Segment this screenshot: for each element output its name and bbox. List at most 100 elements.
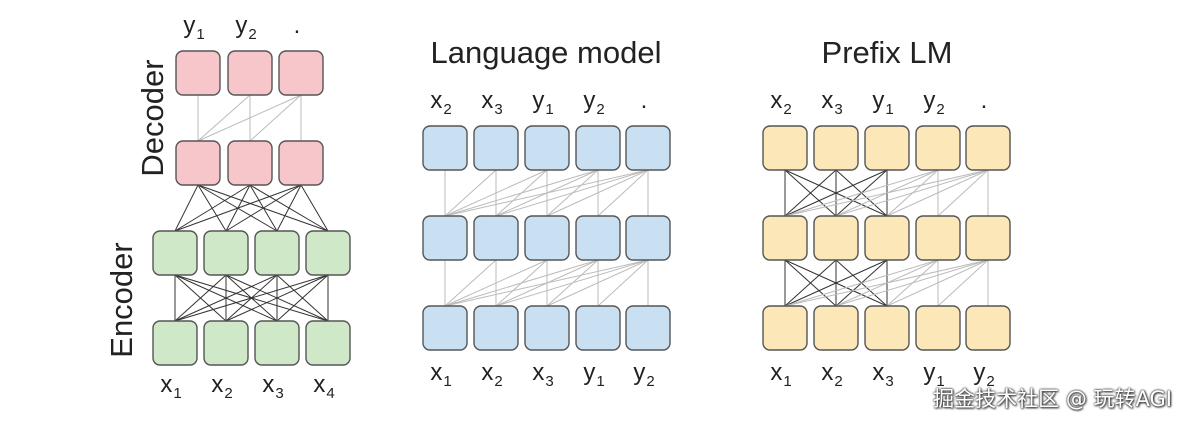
decoder-top-box [175, 50, 221, 96]
lm-causal-attention-line [444, 259, 497, 307]
decoder-bottom-box [175, 140, 221, 186]
lm-token-box [473, 125, 519, 171]
prefix-lm-title: Prefix LM [822, 35, 953, 70]
prefix-output-token: x3 [821, 87, 842, 118]
prefix-token-box [762, 125, 808, 171]
watermark: 掘金技术社区 @ 玩转AGI [933, 387, 1172, 411]
lm-output-token: x2 [430, 87, 451, 118]
prefix-input-token: y1 [923, 359, 944, 390]
prefix-output-token: y2 [923, 87, 944, 118]
lm-output-token: y2 [583, 87, 604, 118]
prefix-causal-line [784, 259, 939, 307]
lm-causal-attention-line [495, 259, 649, 307]
decoder-output-token: y2 [235, 12, 256, 43]
lm-causal-attention-line [444, 259, 649, 307]
prefix-bidirectional-line [784, 259, 888, 307]
lm-causal-attention-line [546, 169, 649, 217]
prefix-output-token: x2 [770, 87, 791, 118]
prefix-output-token: . [981, 87, 988, 114]
prefix-token-box [864, 215, 910, 261]
lm-causal-attention-line [546, 259, 649, 307]
lm-input-token: y1 [583, 359, 604, 390]
decoder-attention-line [249, 94, 302, 142]
prefix-token-box [965, 305, 1011, 351]
prefix-input-token: y2 [973, 359, 994, 390]
prefix-token-box [864, 125, 910, 171]
prefix-token-box [762, 215, 808, 261]
prefix-token-box [813, 305, 859, 351]
cross-attention-line [249, 184, 329, 232]
lm-token-box [473, 305, 519, 351]
lm-token-box [524, 215, 570, 261]
lm-causal-attention-line [597, 169, 649, 217]
encoder-attention-line [174, 274, 278, 322]
lm-token-box [524, 305, 570, 351]
encoder-top-box [254, 230, 300, 276]
decoder-bottom-box [278, 140, 324, 186]
cross-attention-line [300, 184, 329, 232]
lm-token-box [422, 305, 468, 351]
lm-token-box [524, 125, 570, 171]
lm-causal-attention-line [495, 169, 649, 217]
prefix-bidirectional-line [784, 259, 837, 307]
cross-attention-line [174, 184, 199, 232]
prefix-token-box [864, 305, 910, 351]
lm-output-token: . [641, 87, 648, 114]
prefix-token-box [915, 215, 961, 261]
decoder-attention-line [197, 94, 251, 142]
decoder-top-box [227, 50, 273, 96]
prefix-token-box [965, 125, 1011, 171]
decoder-attention-line [197, 94, 302, 142]
lm-token-box [575, 305, 621, 351]
lm-token-box [625, 125, 671, 171]
prefix-causal-line [784, 169, 989, 217]
lm-input-token: x1 [430, 359, 451, 390]
lm-causal-attention-line [444, 169, 599, 217]
encoder-bottom-box [203, 320, 249, 366]
lm-causal-attention-line [597, 259, 649, 307]
prefix-bidirectional-line [784, 169, 888, 217]
prefix-input-token: x2 [821, 359, 842, 390]
decoder-bottom-box [227, 140, 273, 186]
encoder-bottom-box [152, 320, 198, 366]
encoder-attention-line [276, 274, 329, 322]
lm-token-box [625, 215, 671, 261]
encoder-input-token: x1 [160, 371, 181, 402]
encoder-input-token: x4 [313, 371, 334, 402]
cross-attention-line [197, 184, 227, 232]
prefix-token-box [813, 125, 859, 171]
lm-token-box [575, 125, 621, 171]
lm-title: Language model [431, 35, 662, 70]
lm-causal-attention-line [444, 259, 548, 307]
prefix-output-token: y1 [872, 87, 893, 118]
decoder-output-token: . [294, 12, 301, 39]
encoder-bottom-box [254, 320, 300, 366]
cross-attention-line [197, 184, 329, 232]
lm-causal-attention-line [444, 169, 548, 217]
prefix-causal-line [886, 259, 989, 307]
lm-token-box [625, 305, 671, 351]
encoder-bottom-box [305, 320, 351, 366]
prefix-input-token: x3 [872, 359, 893, 390]
prefix-token-box [915, 305, 961, 351]
lm-token-box [575, 215, 621, 261]
prefix-token-box [915, 125, 961, 171]
prefix-bidirectional-line [784, 169, 837, 217]
lm-output-token: x3 [481, 87, 502, 118]
prefix-token-box [813, 215, 859, 261]
encoder-input-token: x2 [211, 371, 232, 402]
encoder-attention-line [174, 274, 227, 322]
encoder-top-box [203, 230, 249, 276]
prefix-causal-line [937, 259, 989, 307]
prefix-causal-line [784, 259, 989, 307]
decoder-label: Decoder [135, 59, 170, 176]
prefix-input-token: x1 [770, 359, 791, 390]
cross-attention-line [197, 184, 278, 232]
decoder-top-box [278, 50, 324, 96]
lm-output-token: y1 [532, 87, 553, 118]
prefix-causal-line [937, 169, 989, 217]
encoder-top-box [152, 230, 198, 276]
encoder-label: Encoder [104, 242, 139, 357]
